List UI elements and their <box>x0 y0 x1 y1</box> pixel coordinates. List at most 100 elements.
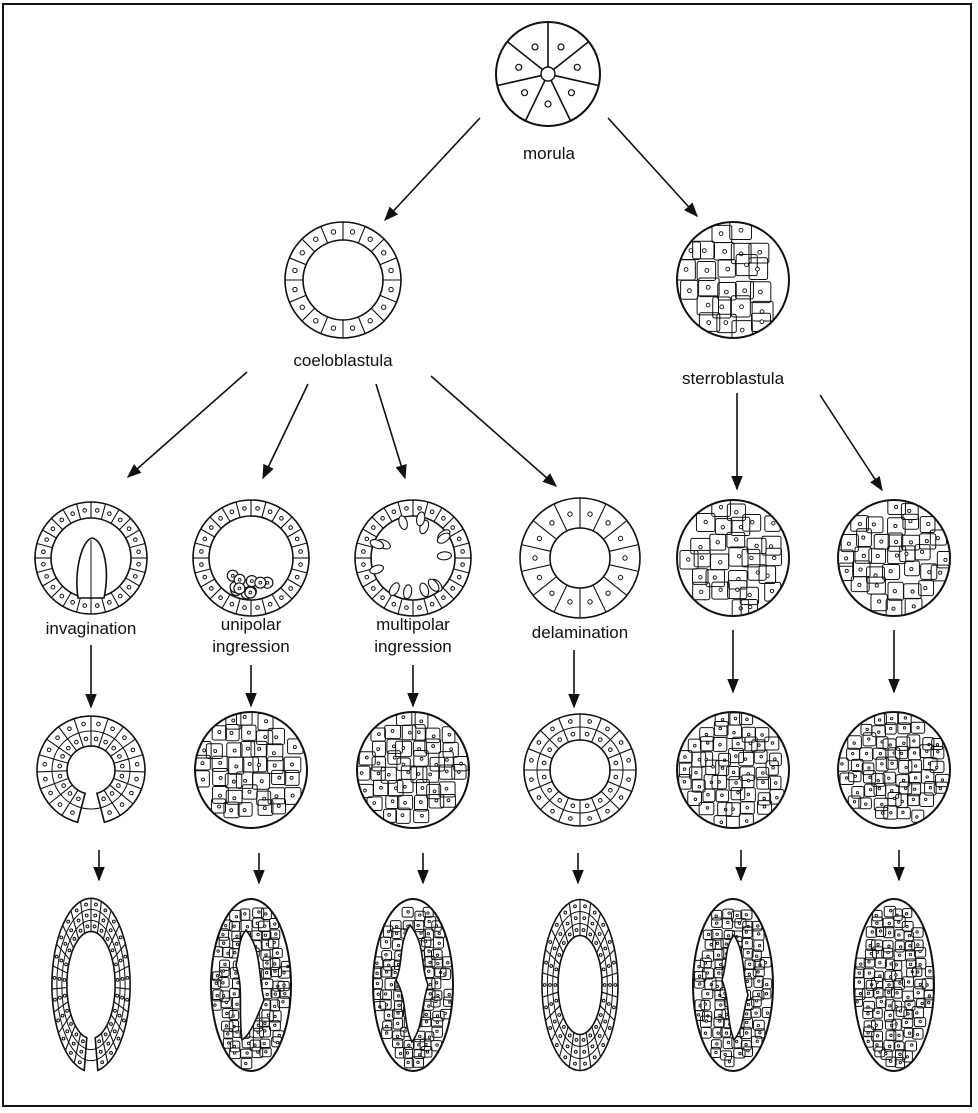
cell-nucleus <box>268 510 272 514</box>
cell-nucleus <box>435 982 437 984</box>
cell-nucleus <box>392 745 395 748</box>
cell-nucleus <box>763 805 766 808</box>
cell-nucleus <box>254 1044 256 1046</box>
cell-nucleus <box>522 90 528 96</box>
cell-nucleus <box>705 1020 707 1022</box>
cell-nucleus <box>575 929 578 932</box>
cell-nucleus <box>245 1062 247 1064</box>
cell-nucleus <box>404 1030 406 1032</box>
cell-nucleus <box>442 517 446 521</box>
cell-nucleus <box>607 1003 610 1006</box>
cell-nucleus <box>461 563 465 567</box>
cell-nucleus <box>893 590 896 593</box>
cell-nucleus <box>916 1033 918 1035</box>
cell-nucleus <box>120 764 124 768</box>
cell-nucleus <box>877 1011 879 1013</box>
cell-nucleus <box>81 1040 84 1043</box>
cell-nucleus <box>215 982 217 984</box>
cell-nucleus <box>258 911 260 913</box>
cell-nucleus <box>273 941 275 943</box>
arrow-sterro-to-right <box>820 395 882 490</box>
cell-nucleus <box>447 961 449 963</box>
cell-nucleus <box>919 963 921 965</box>
cell-nucleus <box>894 524 897 527</box>
cell-nucleus <box>376 982 378 984</box>
cell-nucleus <box>110 1052 113 1055</box>
cell-nucleus <box>761 734 764 737</box>
cell-nucleus <box>58 803 62 807</box>
cell-nucleus <box>604 1020 607 1023</box>
cell-nucleus <box>937 751 939 753</box>
cell-nucleus <box>551 809 555 813</box>
cell-nucleus <box>706 742 709 745</box>
cell-nucleus <box>854 775 856 777</box>
cell-nucleus <box>698 975 700 977</box>
cell-nucleus <box>47 748 51 752</box>
cell-nucleus <box>725 1032 727 1034</box>
cell-nucleus <box>58 774 62 778</box>
cell-nucleus <box>858 981 860 983</box>
cell-nucleus <box>385 1004 387 1006</box>
cell-nucleus <box>568 600 572 604</box>
cell-nucleus <box>71 811 75 815</box>
cell-nucleus <box>104 909 107 912</box>
cell-nucleus <box>721 526 724 529</box>
cell-nucleus <box>225 1025 227 1027</box>
cell-nucleus <box>719 505 722 508</box>
cell-nucleus <box>532 44 538 50</box>
sterroblastula-embryo <box>677 220 789 338</box>
cell-nucleus <box>877 780 879 782</box>
cell-nucleus <box>716 985 718 987</box>
cell-nucleus <box>699 576 702 579</box>
cell-nucleus <box>720 963 722 965</box>
cell-nucleus <box>407 911 409 913</box>
cell-nucleus <box>365 575 369 579</box>
cell-nucleus <box>555 1044 558 1047</box>
cell-nucleus <box>274 1015 276 1017</box>
cell-nucleus <box>112 920 115 923</box>
cell-nucleus <box>928 995 930 997</box>
cell-nucleus <box>593 1056 596 1059</box>
cell-nucleus <box>289 587 293 591</box>
cell-nucleus <box>275 933 277 935</box>
cell-nucleus <box>607 965 610 968</box>
cell-nucleus <box>77 919 80 922</box>
cell-nucleus <box>417 1061 419 1063</box>
cell-nucleus <box>93 925 96 928</box>
cell-nucleus <box>716 942 718 944</box>
cell-nucleus <box>760 755 763 758</box>
cell-nucleus <box>684 756 687 759</box>
cell-nucleus <box>614 761 618 765</box>
cell-nucleus <box>618 575 622 579</box>
cell-nucleus <box>776 796 779 799</box>
cell-nucleus <box>862 554 865 557</box>
cell-nucleus <box>109 929 112 932</box>
cell-nucleus <box>869 944 871 946</box>
cell-nucleus <box>568 933 571 936</box>
cell-nucleus <box>707 933 709 935</box>
cell-nucleus <box>876 951 878 953</box>
cell-nucleus <box>397 944 399 946</box>
cell-nucleus <box>705 269 709 273</box>
cell-nucleus <box>403 785 406 788</box>
cell-nucleus <box>134 575 138 579</box>
cell-nucleus <box>200 550 204 554</box>
cell-nucleus <box>387 1014 389 1016</box>
cell-nucleus <box>602 1044 605 1047</box>
cell-nucleus <box>719 1020 721 1022</box>
cell-nucleus <box>62 1037 65 1040</box>
cell-nucleus <box>876 981 878 983</box>
cell-nucleus <box>889 1005 891 1007</box>
cell-nucleus <box>598 933 601 936</box>
cell-nucleus <box>381 517 385 521</box>
cell-nucleus <box>119 959 122 962</box>
cell-nucleus <box>860 963 862 965</box>
cell-nucleus <box>684 268 688 272</box>
cell-nucleus <box>385 954 387 956</box>
cell-nucleus <box>226 1012 228 1014</box>
cell-nucleus <box>891 762 893 764</box>
cell-nucleus <box>738 555 741 558</box>
cell-nucleus <box>890 1034 892 1036</box>
cell-nucleus <box>85 914 88 917</box>
cell-nucleus <box>584 905 587 908</box>
